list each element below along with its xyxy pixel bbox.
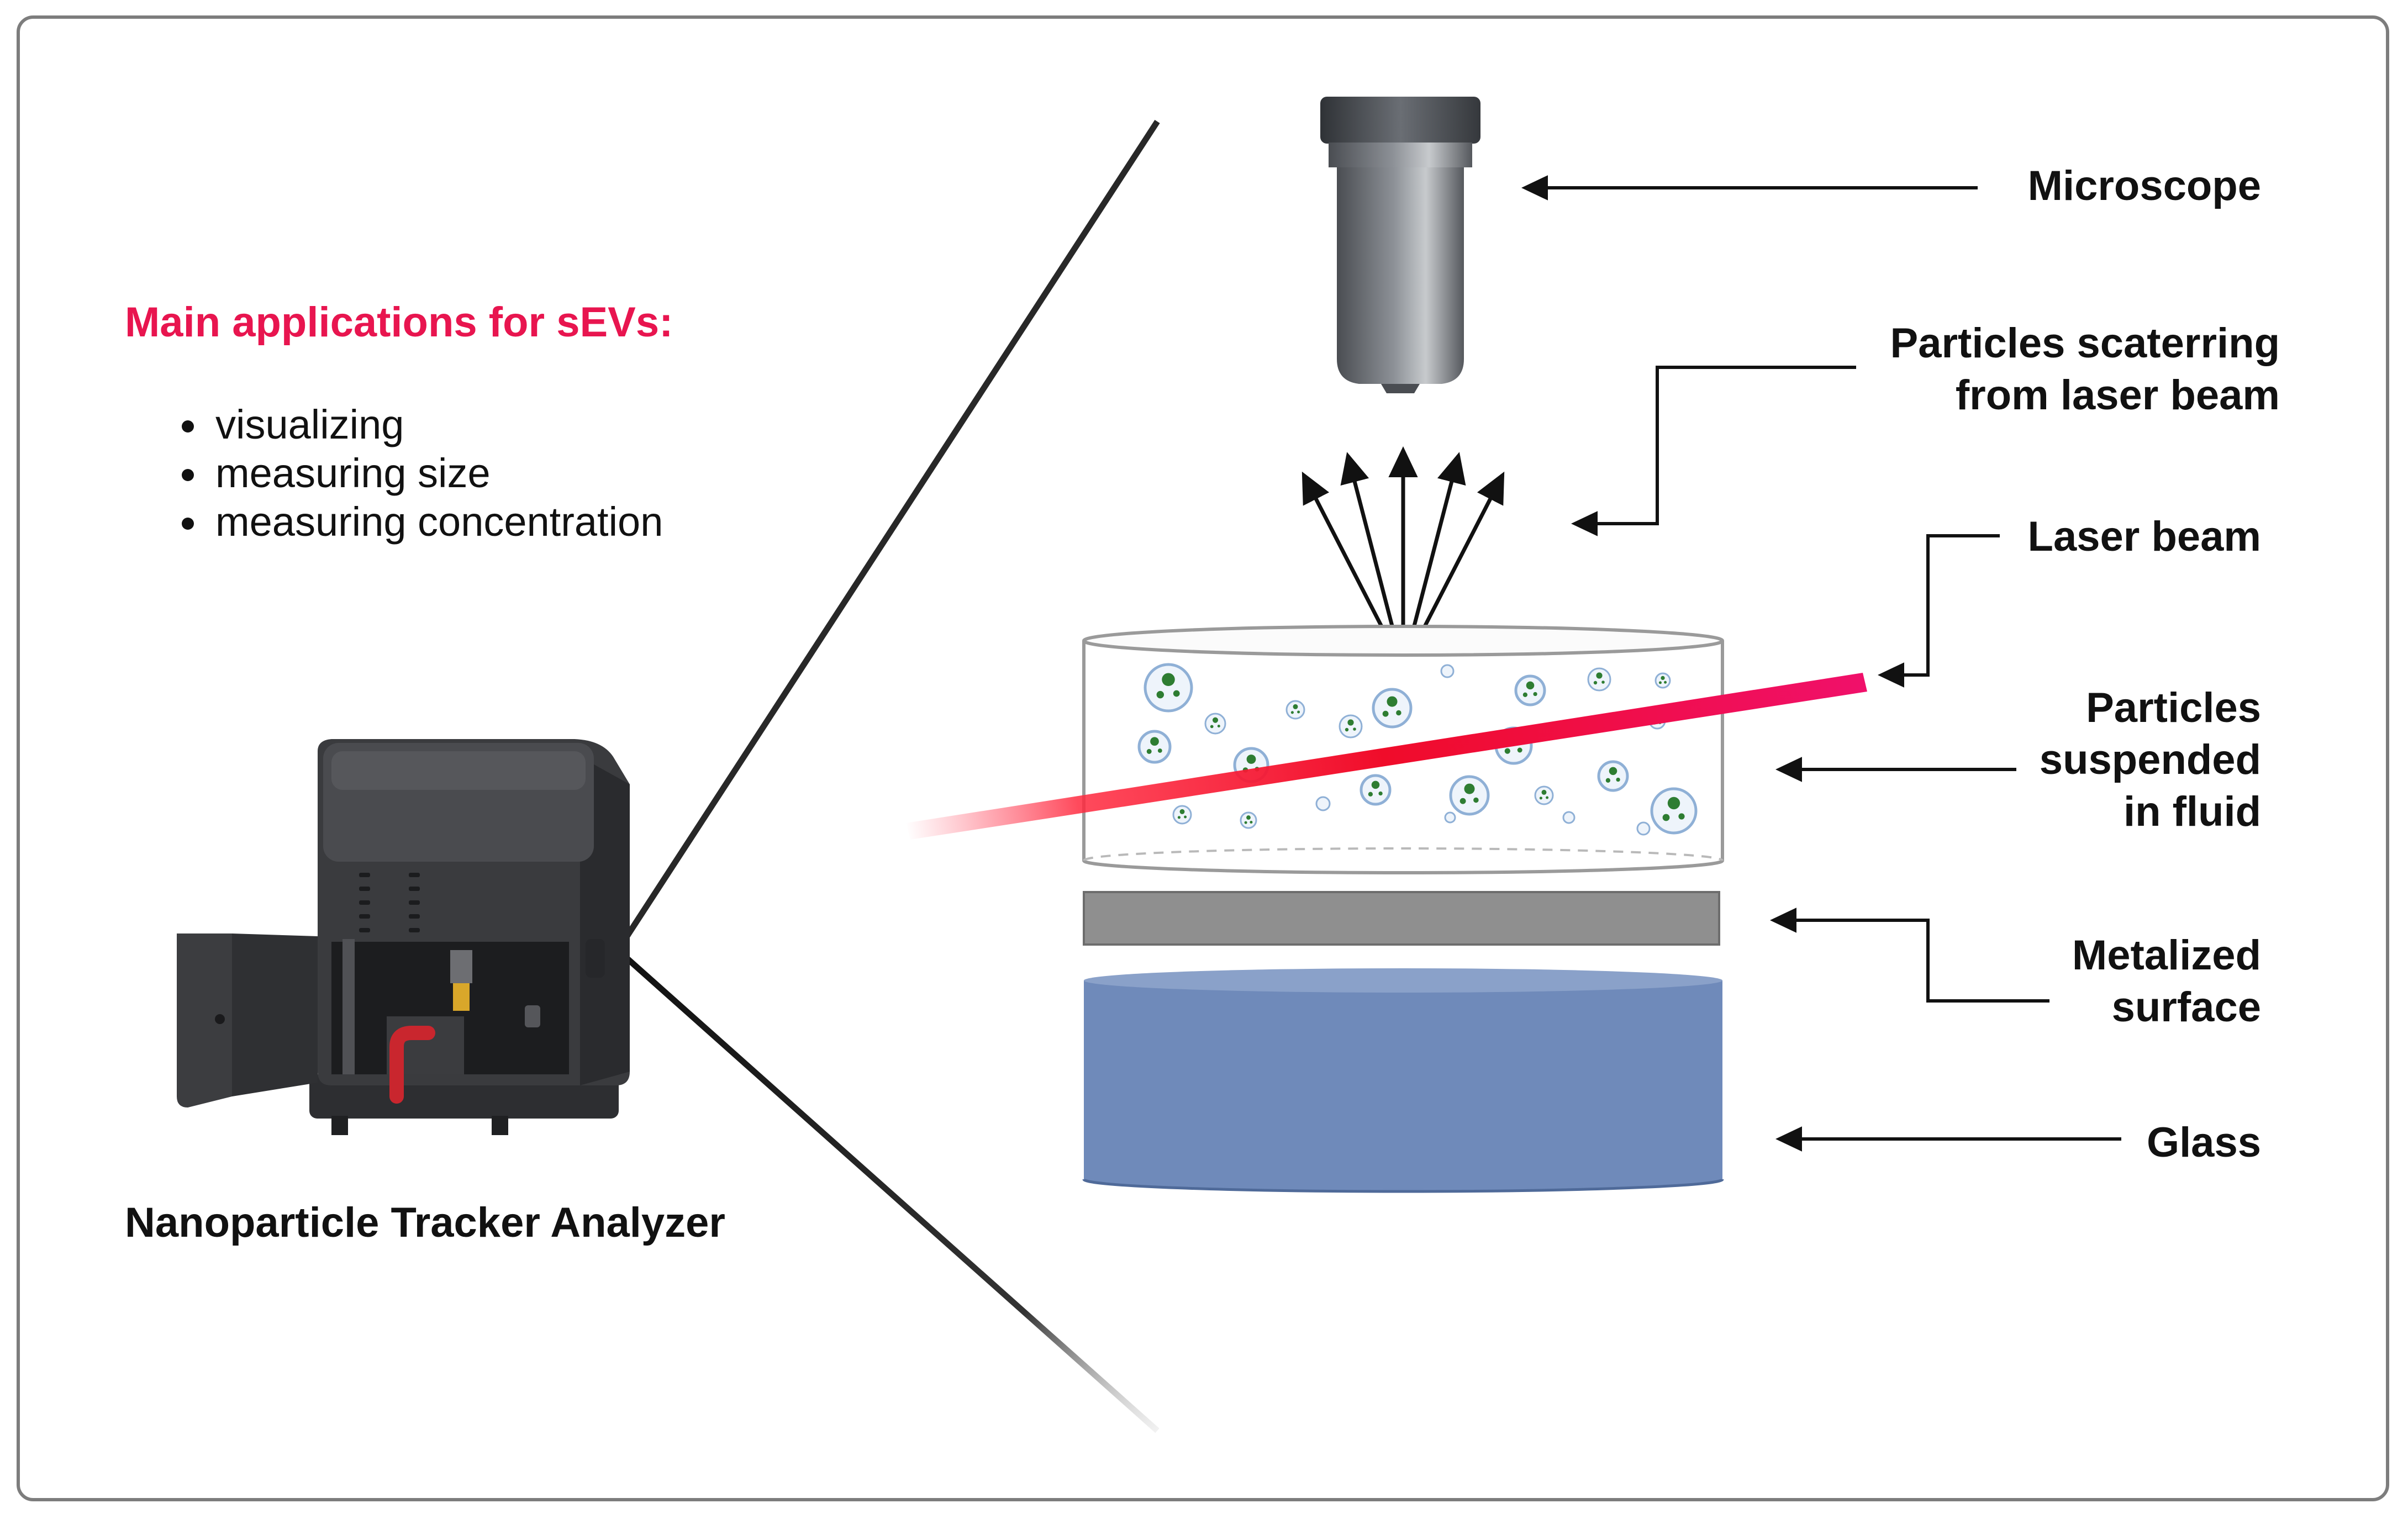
particle-core <box>1664 681 1667 684</box>
particle-core <box>1290 711 1294 714</box>
glass-slab <box>1082 968 1724 1193</box>
particle-core <box>1293 704 1298 709</box>
list-item: measuring size <box>210 449 663 498</box>
list-item: visualizing <box>210 400 663 449</box>
particle <box>1240 811 1257 829</box>
particle-core <box>1616 777 1620 782</box>
particle-core <box>1658 681 1662 684</box>
particle-core <box>1605 778 1611 783</box>
label-laser-beam: Laser beam <box>2027 513 2261 560</box>
particle-core <box>1157 748 1162 753</box>
particle-core <box>1593 681 1598 685</box>
particle-core <box>1378 791 1383 796</box>
label-particles-suspended: Particles suspended in fluid <box>2039 684 2261 835</box>
particle-core <box>1212 717 1219 723</box>
particle <box>1372 688 1413 729</box>
particle <box>1339 714 1363 739</box>
scattering-arrow <box>1571 366 1856 536</box>
particle-core <box>1184 815 1187 819</box>
zoom-lines <box>624 119 1160 1433</box>
particle <box>1444 811 1456 824</box>
particle-core <box>1210 725 1214 729</box>
particle-core <box>1396 710 1401 716</box>
particle-core <box>1596 672 1603 679</box>
device-caption: Nanoparticle Tracker Analyzer <box>125 1199 726 1246</box>
particle <box>1315 796 1331 811</box>
particle-core <box>1173 690 1180 697</box>
particle-core <box>1459 798 1466 804</box>
particle-core <box>1217 724 1220 728</box>
metalized-surface <box>1083 891 1720 946</box>
particle <box>1449 775 1490 816</box>
particle-core <box>1347 719 1354 726</box>
particle-core <box>1504 748 1510 754</box>
particle <box>1204 713 1226 735</box>
particle-core <box>1177 816 1181 819</box>
particle <box>1172 805 1192 825</box>
particle-core <box>1382 710 1389 717</box>
applications-heading: Main applications for sEVs: <box>125 299 673 346</box>
particle-core <box>1246 815 1251 820</box>
particle <box>1514 674 1546 706</box>
particle-core <box>1297 710 1300 714</box>
particle <box>1587 667 1611 692</box>
particle <box>1636 821 1651 836</box>
particle-core <box>1387 696 1398 707</box>
particle-core <box>1661 676 1665 681</box>
particle-core <box>1368 792 1373 797</box>
particle-core <box>1345 727 1349 732</box>
particle-core <box>1179 809 1185 814</box>
particle <box>1360 774 1392 806</box>
particle <box>1562 811 1576 824</box>
particle <box>1144 663 1193 713</box>
metal-arrow <box>1770 908 2049 1003</box>
particle-core <box>1244 821 1247 824</box>
particle-core <box>1609 767 1617 776</box>
laser-beam <box>906 673 1867 840</box>
microscope-illustration <box>1320 97 1480 393</box>
particle <box>1137 730 1172 764</box>
particle <box>1534 785 1554 805</box>
particle <box>1440 664 1455 678</box>
laser-arrow <box>1878 534 2000 688</box>
particle-core <box>1522 692 1528 697</box>
particle-core <box>1473 797 1479 803</box>
particle-core <box>1162 673 1175 687</box>
list-item: measuring concentration <box>210 498 663 546</box>
label-scattering: Particles scaterring from laser beam <box>1890 320 2280 419</box>
particle <box>1285 700 1305 720</box>
nta-device-illustration <box>177 739 630 1135</box>
particle-core <box>1541 789 1547 795</box>
label-arrows <box>1521 175 2121 1152</box>
particle-core <box>1533 692 1537 697</box>
particle <box>1654 672 1671 689</box>
applications-list: visualizing measuring size measuring con… <box>160 400 663 546</box>
particle-core <box>1156 690 1165 699</box>
particle-core <box>1371 780 1380 789</box>
particle-core <box>1678 813 1685 820</box>
particle-core <box>1517 747 1522 753</box>
particle-core <box>1464 783 1475 794</box>
label-metalized-surface: Metalized surface <box>2072 932 2261 1031</box>
label-glass: Glass <box>2146 1119 2261 1166</box>
particle-core <box>1539 797 1542 800</box>
particle-core <box>1546 796 1549 799</box>
particle-core <box>1667 797 1680 810</box>
particle-core <box>1146 748 1152 754</box>
particle-core <box>1662 814 1670 821</box>
particle-core <box>1601 681 1605 684</box>
particle <box>1597 760 1629 792</box>
label-microscope: Microscope <box>2027 162 2261 209</box>
particle-core <box>1250 821 1253 824</box>
particle-core <box>1353 727 1356 731</box>
particle-core <box>1246 755 1256 764</box>
particle <box>1650 787 1698 835</box>
particle-core <box>1150 737 1159 746</box>
particle-core <box>1526 681 1535 690</box>
